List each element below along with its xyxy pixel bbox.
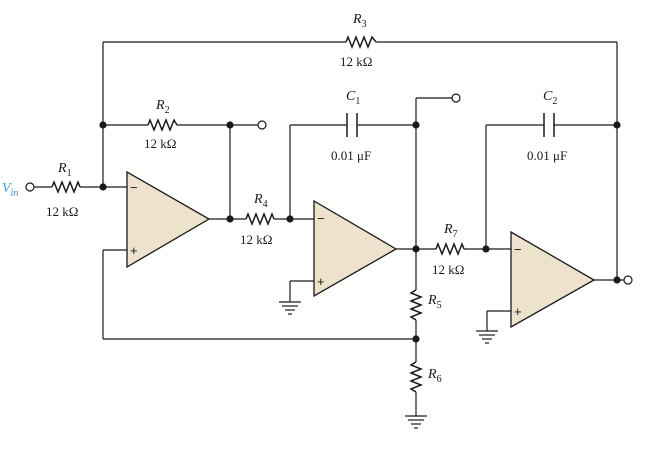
r2-label: R2	[155, 98, 170, 116]
opamp-2-inverting-sign: −	[317, 211, 325, 226]
opamp-3-noninverting-sign: +	[514, 304, 522, 319]
resistor-r6	[408, 361, 424, 393]
r4-symbol: R	[253, 192, 263, 207]
resistor-r1	[51, 179, 81, 195]
wiring	[34, 41, 624, 416]
opamp-1	[126, 170, 211, 269]
lowpass-output-terminal	[623, 275, 633, 285]
r1-value: 12 kΩ	[46, 204, 78, 219]
ground-icon	[476, 330, 498, 344]
opamp-1-inverting-sign: −	[130, 180, 138, 195]
r1-symbol: R	[57, 161, 67, 176]
input-label-main: V	[2, 181, 12, 196]
c1-subscript: 1	[355, 96, 360, 107]
opamp-3	[510, 230, 596, 329]
opamp-3-inverting-sign: −	[514, 242, 522, 257]
c1-label: C1	[346, 89, 360, 107]
r1-subscript: 1	[67, 168, 72, 179]
r7-subscript: 7	[453, 229, 458, 240]
r2-symbol: R	[155, 98, 165, 113]
ground-icon	[279, 301, 301, 315]
resistor-r2	[147, 117, 178, 133]
junction-nodes	[99, 121, 621, 343]
r3-subscript: 3	[362, 19, 367, 30]
highpass-output-terminal	[257, 120, 267, 130]
r7-label: R7	[443, 222, 458, 240]
opamp-2-noninverting-sign: +	[317, 274, 325, 289]
opamp-2	[313, 199, 398, 298]
r3-label: R3	[352, 12, 367, 30]
c2-value: 0.01 μF	[527, 148, 567, 163]
c1-symbol: C	[346, 89, 356, 104]
r5-subscript: 5	[437, 300, 442, 311]
r5-label: R5	[427, 293, 442, 311]
r5-symbol: R	[427, 293, 437, 308]
r6-symbol: R	[427, 367, 437, 382]
r4-value: 12 kΩ	[240, 232, 272, 247]
r1-label: R1	[57, 161, 72, 179]
r2-subscript: 2	[165, 105, 170, 116]
c2-symbol: C	[543, 89, 553, 104]
c2-subscript: 2	[552, 96, 557, 107]
r6-subscript: 6	[437, 374, 442, 385]
capacitor-c2	[543, 113, 555, 137]
input-label-subscript: in	[11, 188, 19, 199]
input-terminal	[25, 182, 35, 192]
r4-subscript: 4	[263, 199, 268, 210]
ground-icon	[405, 415, 427, 429]
r3-value: 12 kΩ	[340, 54, 372, 69]
c2-label: C2	[543, 89, 557, 107]
capacitor-c1	[346, 113, 358, 137]
r6-label: R6	[427, 367, 442, 385]
bandpass-output-terminal	[451, 93, 461, 103]
resistor-r5	[408, 289, 424, 321]
c1-value: 0.01 μF	[331, 148, 371, 163]
resistor-r7	[435, 241, 465, 257]
r2-value: 12 kΩ	[144, 136, 176, 151]
input-label: Vin	[2, 181, 18, 199]
opamp-1-noninverting-sign: +	[130, 243, 138, 258]
resistor-r4	[245, 211, 275, 227]
r7-symbol: R	[443, 222, 453, 237]
r3-symbol: R	[352, 12, 362, 27]
r4-label: R4	[253, 192, 268, 210]
resistor-r3	[345, 34, 377, 50]
r7-value: 12 kΩ	[432, 262, 464, 277]
